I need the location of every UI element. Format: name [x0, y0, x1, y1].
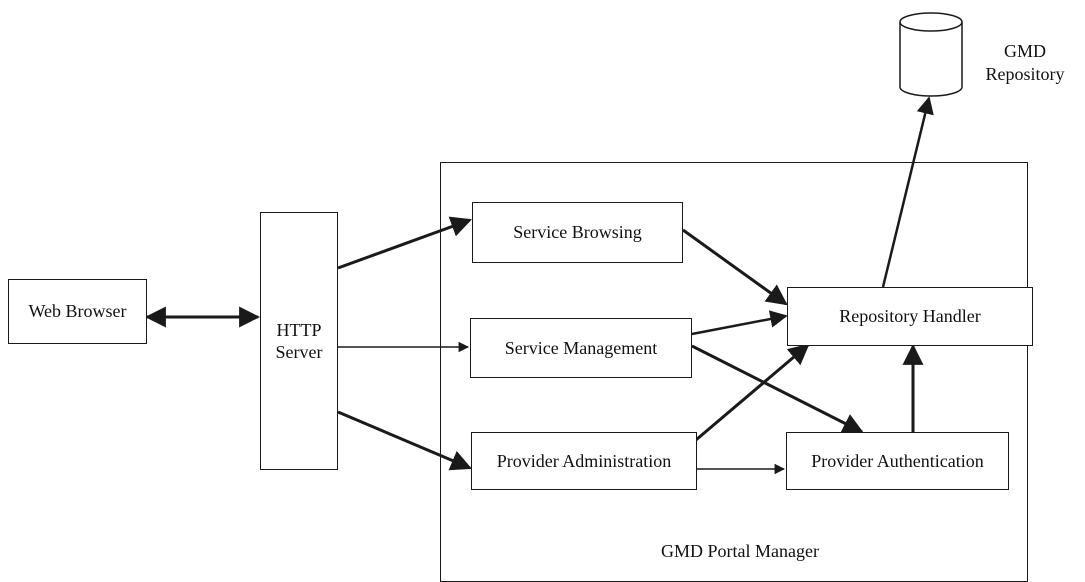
provider-authentication-node: Provider Authentication — [786, 432, 1009, 490]
repository-handler-node: Repository Handler — [787, 287, 1033, 346]
portal-manager-label: GMD Portal Manager — [661, 541, 819, 561]
provider-authentication-label: Provider Authentication — [811, 450, 984, 471]
edge-browsing-repohandler — [682, 228, 788, 306]
service-browsing-node: Service Browsing — [472, 202, 683, 263]
gmd-repository-label-line1: GMD — [1003, 41, 1046, 61]
provider-administration-label: Provider Administration — [496, 450, 672, 471]
service-management-node: Service Management — [470, 318, 692, 378]
edge-management-authentication — [691, 344, 864, 434]
edge-repohandler-repository — [881, 96, 934, 288]
gmd-repository-label-line2: Repository — [985, 64, 1065, 85]
edge-administration-repohandler — [689, 343, 810, 447]
database-cylinder-icon — [899, 12, 963, 97]
service-browsing-label: Service Browsing — [513, 222, 642, 243]
web-browser-label: Web Browser — [28, 301, 127, 322]
http-server-node: HTTP Server — [260, 212, 338, 470]
http-server-label-line1: HTTP — [276, 319, 322, 340]
provider-administration-node: Provider Administration — [471, 432, 697, 490]
edge-management-repohandler — [691, 310, 788, 336]
web-browser-node: Web Browser — [8, 279, 147, 344]
edge-http-administration — [337, 410, 472, 471]
service-management-label: Service Management — [504, 337, 658, 358]
http-server-label-line2: Server — [275, 342, 323, 362]
gmd-repository-label: GMD Repository — [975, 40, 1075, 87]
edge-http-browsing — [337, 216, 472, 270]
repository-handler-label: Repository Handler — [839, 306, 981, 327]
